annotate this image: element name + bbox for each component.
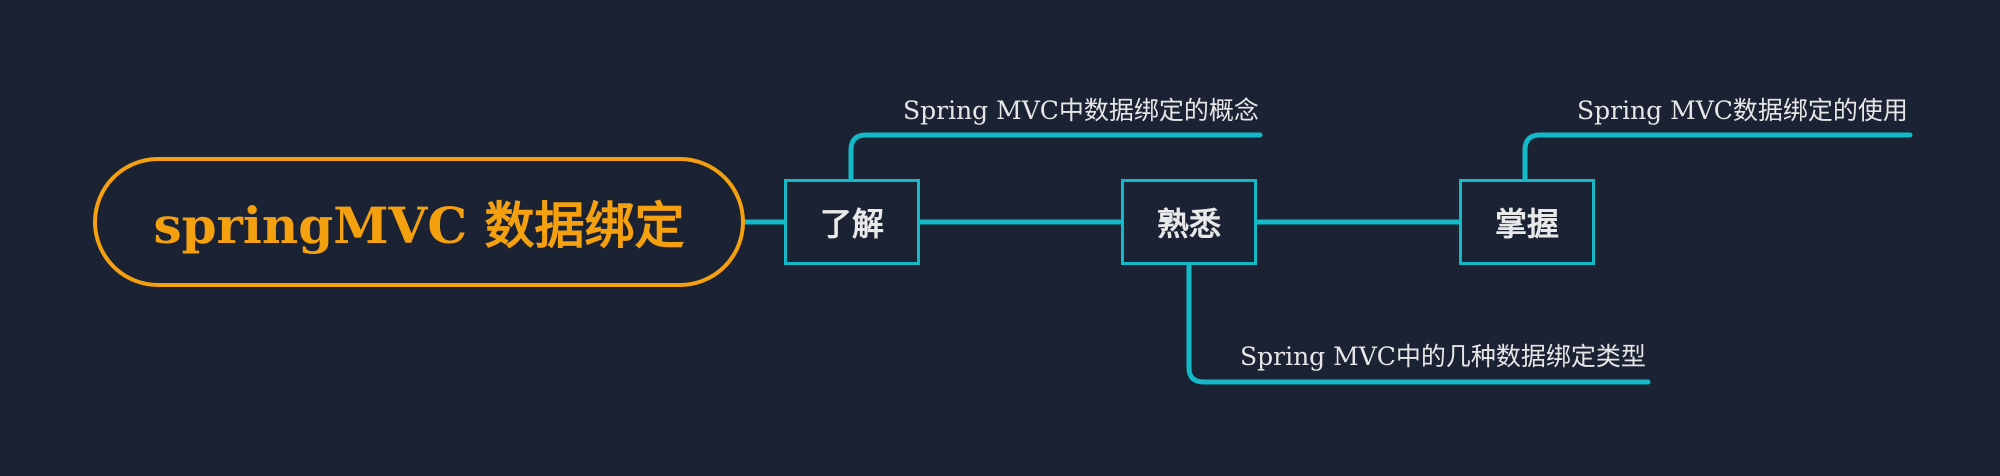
- leaf-node-master-detail[interactable]: Spring MVC数据绑定的使用: [1577, 98, 1908, 123]
- stage-node-label: 了解: [819, 205, 884, 243]
- connector-understand-detail: [848, 132, 1263, 182]
- root-node-label: springMVC 数据绑定: [153, 196, 685, 255]
- leaf-node-label: Spring MVC中的几种数据绑定类型: [1240, 342, 1646, 371]
- stage-node-label: 掌握: [1494, 205, 1559, 243]
- connector-familiar-detail: [1186, 262, 1651, 385]
- stage-node-understand[interactable]: 了解: [784, 179, 920, 265]
- leaf-node-understand-detail[interactable]: Spring MVC中数据绑定的概念: [903, 98, 1259, 123]
- leaf-node-label: Spring MVC数据绑定的使用: [1577, 96, 1908, 125]
- stage-node-label: 熟悉: [1156, 205, 1221, 243]
- leaf-node-familiar-detail[interactable]: Spring MVC中的几种数据绑定类型: [1240, 344, 1646, 369]
- leaf-node-label: Spring MVC中数据绑定的概念: [903, 96, 1259, 125]
- root-node[interactable]: springMVC 数据绑定: [93, 157, 745, 287]
- stage-node-master[interactable]: 掌握: [1459, 179, 1595, 265]
- stage-node-familiar[interactable]: 熟悉: [1121, 179, 1257, 265]
- connector-master-detail: [1522, 132, 1913, 182]
